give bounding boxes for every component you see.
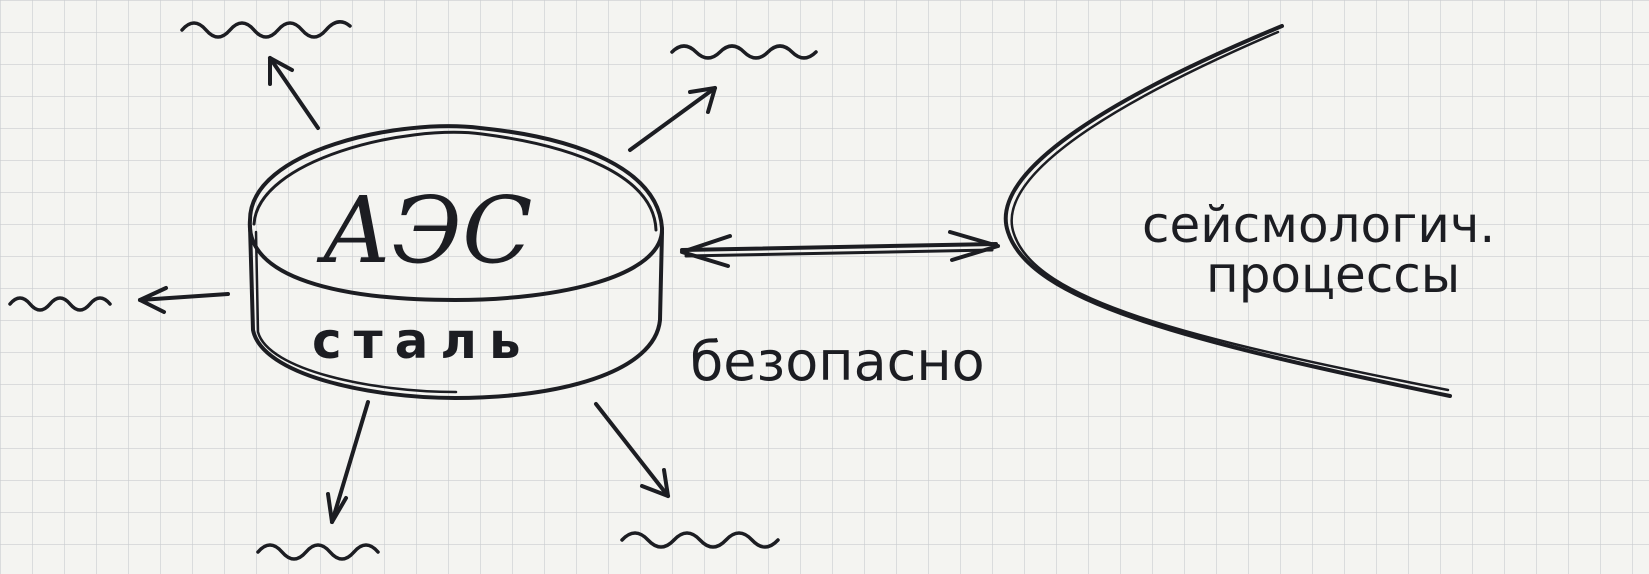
material-label: сталь [312, 312, 533, 370]
plant-label: АЭС [316, 177, 532, 284]
seismic-label-line2: процессы [1206, 246, 1460, 304]
safety-label: безопасно [690, 330, 985, 393]
